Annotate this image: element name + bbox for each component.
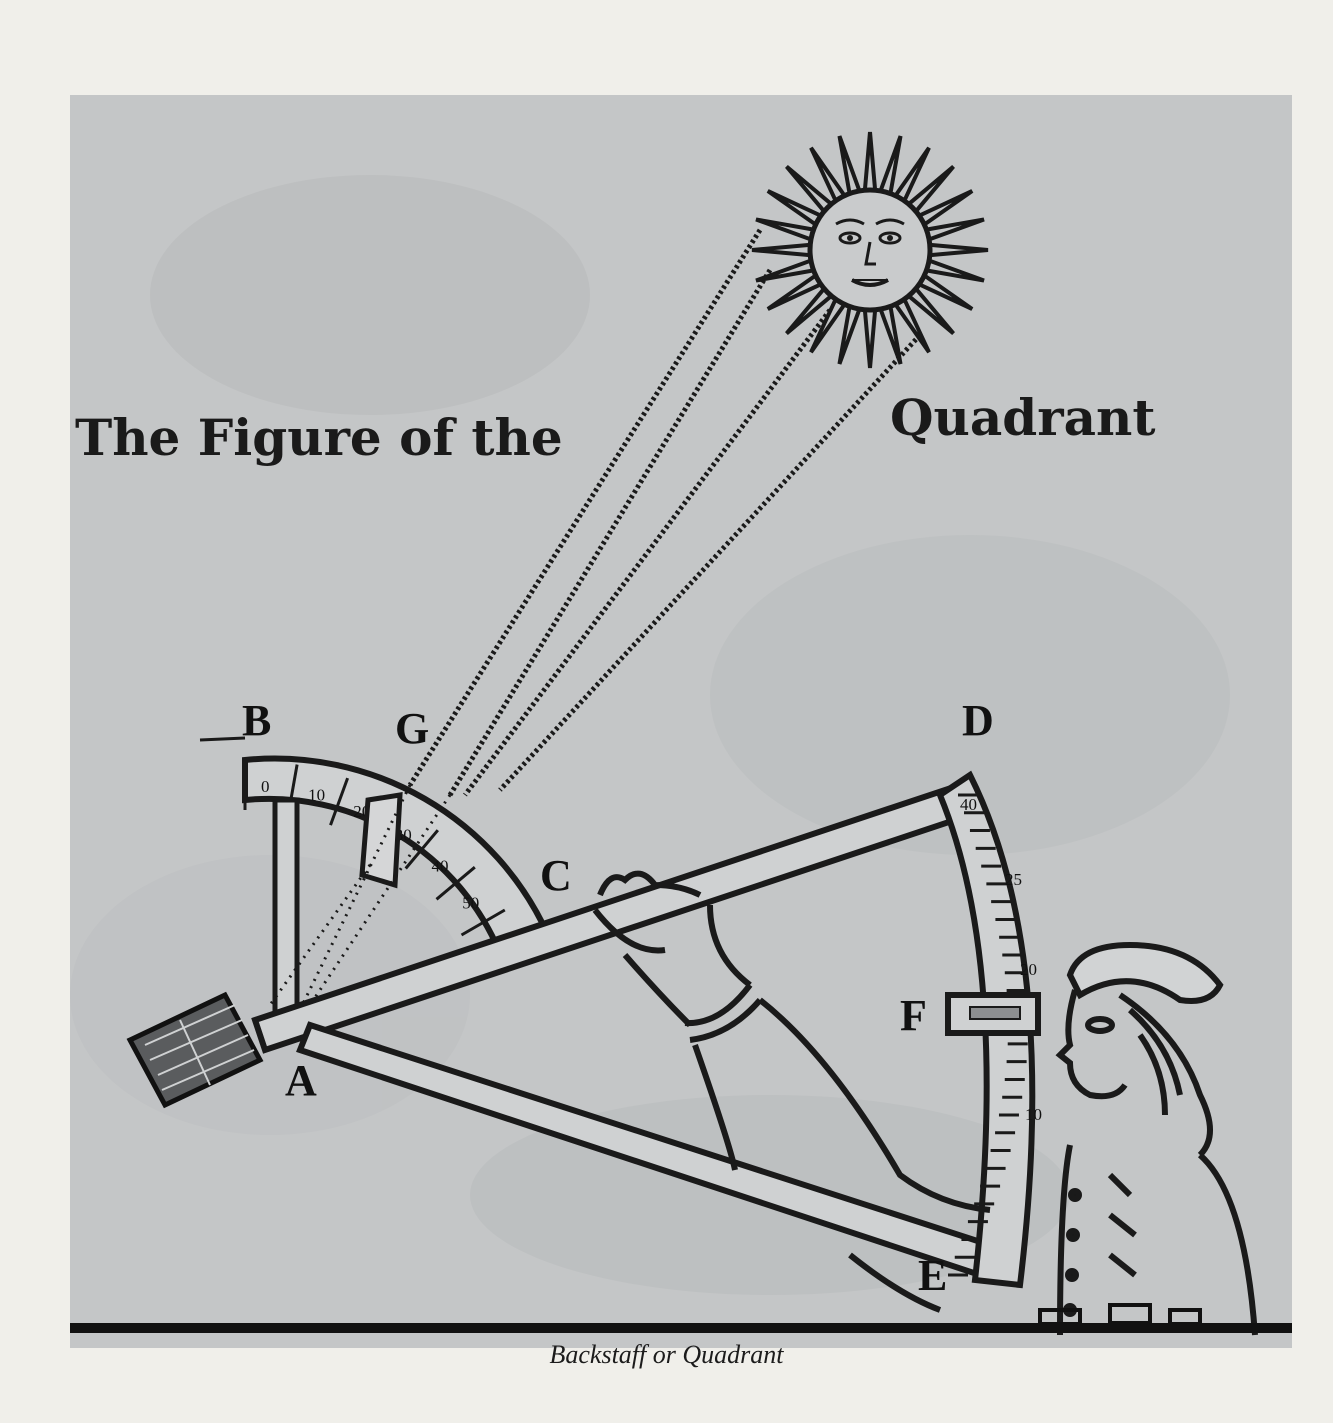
shadow-vane bbox=[359, 792, 403, 889]
sun-ray bbox=[879, 135, 903, 192]
ground-line bbox=[70, 1303, 1292, 1333]
observer-figure bbox=[1055, 941, 1258, 1336]
sun-ray bbox=[766, 274, 820, 311]
large-scale-number: 40 bbox=[960, 795, 977, 814]
horizon-vane bbox=[126, 991, 264, 1109]
sun-face-icon bbox=[751, 131, 989, 369]
arc-tick bbox=[329, 777, 350, 826]
large-scale-number: 20 bbox=[1020, 960, 1037, 979]
sun-ray bbox=[894, 146, 931, 200]
sun-ray bbox=[863, 311, 877, 369]
sun-ray bbox=[928, 217, 985, 241]
arc-tick bbox=[460, 908, 506, 937]
sun-ray bbox=[928, 259, 985, 283]
arc-scale-number: 50 bbox=[462, 893, 479, 912]
large-scale-number: 25 bbox=[1005, 870, 1022, 889]
sun-ray bbox=[751, 243, 809, 257]
label-g: G bbox=[395, 704, 429, 753]
woodcut-plate: The Figure of the Quadrant 0102030405060 bbox=[70, 95, 1292, 1348]
sun-ray bbox=[879, 308, 903, 365]
sun-ray bbox=[755, 259, 812, 283]
sun-ray bbox=[931, 243, 989, 257]
sun-ray bbox=[908, 165, 955, 212]
sun-ray bbox=[894, 300, 931, 354]
caption: Backstaff or Quadrant bbox=[549, 1340, 784, 1369]
observer-arm bbox=[592, 870, 991, 1313]
sun-ray bbox=[809, 146, 846, 200]
large-scale-number: 10 bbox=[1025, 1105, 1042, 1124]
label-c: C bbox=[540, 851, 572, 900]
sun-ray bbox=[785, 165, 832, 212]
sun-ray bbox=[837, 308, 861, 365]
sun-ray bbox=[785, 288, 832, 335]
sun-ray bbox=[863, 131, 877, 189]
sun-ray bbox=[908, 288, 955, 335]
title-left: The Figure of the bbox=[75, 408, 563, 467]
woodcut-illustration: The Figure of the Quadrant 0102030405060 bbox=[70, 131, 1292, 1336]
label-e: E bbox=[918, 1251, 947, 1300]
sun-rays-beams bbox=[407, 228, 922, 797]
sight-vane-f bbox=[945, 992, 1041, 1036]
label-f: F bbox=[900, 991, 927, 1040]
sight-dots bbox=[268, 784, 452, 1021]
sun-ray bbox=[766, 189, 820, 226]
b-pointer-line bbox=[199, 736, 246, 742]
label-d: D bbox=[962, 696, 994, 745]
arc-tick bbox=[404, 829, 439, 870]
arc-tick bbox=[435, 866, 476, 901]
title-right: Quadrant bbox=[890, 388, 1155, 447]
sun-ray bbox=[920, 274, 974, 311]
sun-ray bbox=[837, 135, 861, 192]
sun-ray bbox=[755, 217, 812, 241]
sun-ray bbox=[920, 189, 974, 226]
arc-scale-number: 0 bbox=[261, 777, 270, 796]
label-a: A bbox=[285, 1056, 317, 1105]
arc-scale-number: 10 bbox=[308, 785, 325, 804]
arc-scale-number: 40 bbox=[431, 857, 448, 876]
label-b: B bbox=[242, 696, 271, 745]
